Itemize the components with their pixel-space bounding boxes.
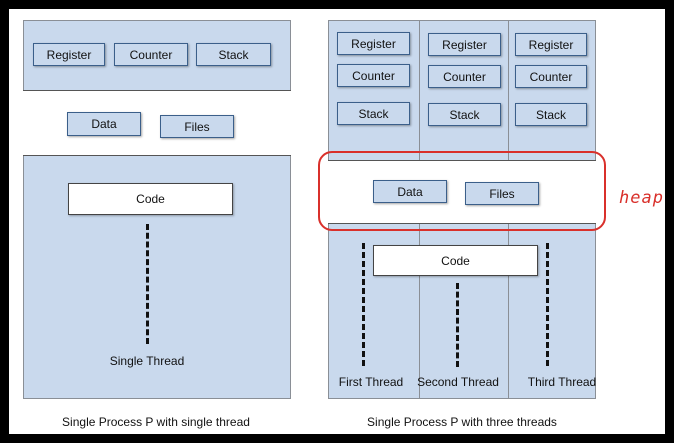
left-caption: Single Process P with single thread xyxy=(62,415,250,429)
left-files-box: Files xyxy=(160,115,234,138)
single-thread-line xyxy=(146,224,149,344)
left-register-box: Register xyxy=(33,43,105,66)
second-thread-label: Second Thread xyxy=(417,375,499,389)
thread1-counter-box: Counter xyxy=(337,64,410,87)
right-caption: Single Process P with three threads xyxy=(367,415,557,429)
right-files-box: Files xyxy=(465,182,539,205)
heap-highlight-ring xyxy=(318,151,606,231)
left-data-box: Data xyxy=(67,112,141,136)
first-thread-label: First Thread xyxy=(338,375,404,389)
thread3-register-box: Register xyxy=(515,33,587,56)
third-thread-line xyxy=(546,243,549,366)
left-shared-band xyxy=(23,90,291,156)
single-thread-label: Single Thread xyxy=(109,354,185,368)
third-thread-label: Third Thread xyxy=(527,375,597,389)
left-code-box: Code xyxy=(68,183,233,215)
right-code-box: Code xyxy=(373,245,538,276)
right-shared-band xyxy=(328,160,596,224)
thread3-stack-box: Stack xyxy=(515,103,587,126)
heap-annotation-label: heap xyxy=(619,188,664,208)
first-thread-line xyxy=(362,243,365,366)
thread2-counter-box: Counter xyxy=(428,65,501,88)
thread1-register-box: Register xyxy=(337,32,410,55)
second-thread-line xyxy=(456,283,459,367)
thread2-register-box: Register xyxy=(428,33,501,56)
thread2-stack-box: Stack xyxy=(428,103,501,126)
right-data-box: Data xyxy=(373,180,447,203)
thread1-stack-box: Stack xyxy=(337,102,410,125)
thread3-counter-box: Counter xyxy=(515,65,587,88)
left-stack-box: Stack xyxy=(196,43,271,66)
left-counter-box: Counter xyxy=(114,43,188,66)
